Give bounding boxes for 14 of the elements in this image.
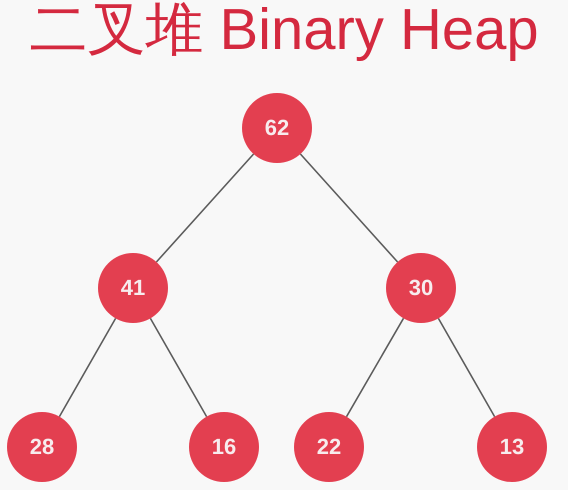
edge-line bbox=[438, 318, 496, 417]
edge-line bbox=[156, 153, 254, 263]
edge-line bbox=[150, 318, 208, 417]
heap-node: 22 bbox=[294, 412, 364, 482]
heap-node: 62 bbox=[242, 93, 312, 163]
edge-line bbox=[346, 318, 404, 418]
heap-node: 16 bbox=[189, 412, 259, 482]
edge-line bbox=[58, 318, 116, 417]
title: 二叉堆 Binary Heap bbox=[28, 1, 540, 59]
heap-node: 41 bbox=[98, 253, 168, 323]
heap-node: 30 bbox=[386, 253, 456, 323]
heap-node: 28 bbox=[7, 412, 77, 482]
heap-node: 13 bbox=[477, 412, 547, 482]
edge-line bbox=[300, 153, 398, 263]
